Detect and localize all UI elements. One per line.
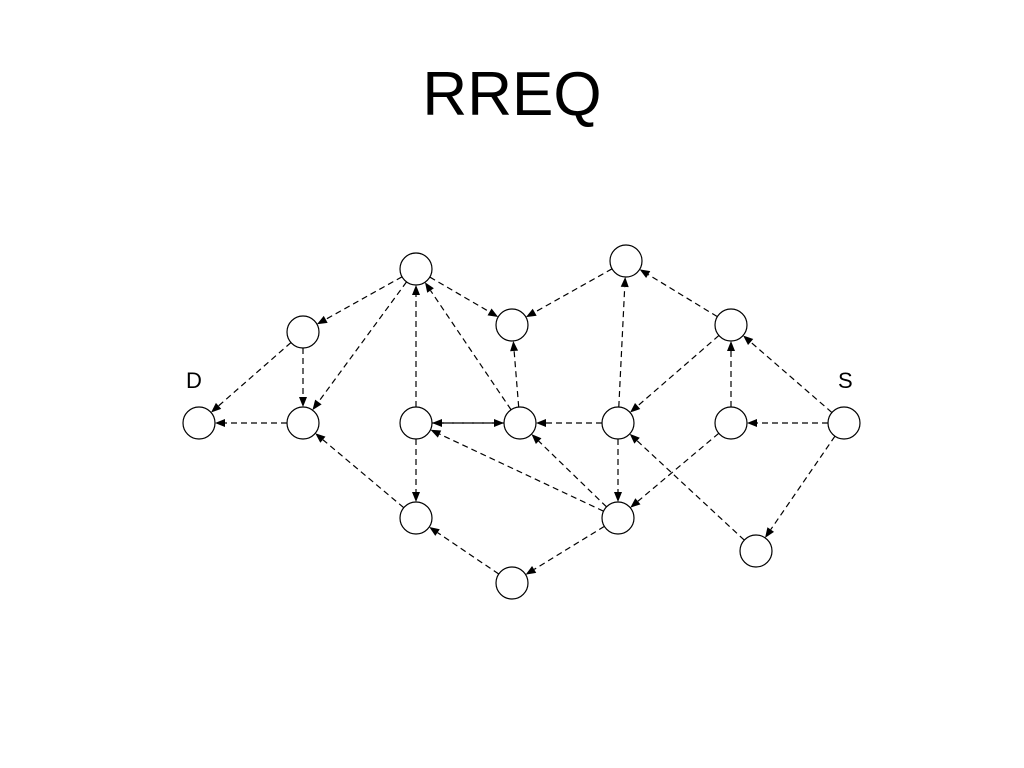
node-n6	[503, 406, 537, 440]
node-n12	[714, 406, 748, 440]
edge-n10-to-n9	[618, 286, 626, 408]
arrow-head-icon	[299, 397, 307, 407]
edges-layer	[211, 268, 836, 575]
node-n7	[495, 308, 529, 342]
arrow-head-icon	[316, 315, 328, 325]
arrow-head-icon	[743, 335, 754, 346]
arrow-head-icon	[432, 419, 442, 427]
arrow-head-icon	[430, 429, 442, 438]
arrow-head-icon	[429, 526, 440, 536]
arrow-head-icon	[536, 419, 546, 427]
edge-n11-to-n10	[637, 335, 720, 407]
node-n8	[601, 501, 635, 535]
arrow-head-icon	[620, 276, 629, 288]
arrow-head-icon	[510, 340, 519, 352]
nodes-layer	[182, 244, 861, 600]
edge-n8-to-n5	[439, 433, 604, 512]
node-n13	[739, 534, 773, 568]
arrow-head-icon	[525, 565, 537, 575]
edge-n9-to-n7	[534, 268, 613, 313]
arrow-head-icon	[630, 402, 641, 413]
arrow-head-icon	[727, 341, 735, 351]
arrow-head-icon	[412, 492, 420, 502]
arrow-head-icon	[487, 308, 499, 317]
arrow-head-icon	[531, 434, 542, 444]
node-D	[182, 406, 216, 440]
edge-n11-to-n9	[647, 274, 718, 318]
arrow-head-icon	[629, 433, 640, 444]
arrow-head-icon	[215, 419, 225, 427]
edge-n6-to-n7	[513, 350, 520, 408]
arrow-head-icon	[630, 498, 641, 508]
arrow-head-icon	[639, 269, 651, 278]
destination-label: D	[186, 368, 202, 393]
arrow-head-icon	[412, 285, 420, 295]
arrow-head-icon	[525, 308, 537, 318]
arrow-head-icon	[312, 399, 322, 411]
edge-n4-to-n7	[429, 276, 490, 313]
slide-title: RREQ	[422, 60, 602, 129]
node-n3	[399, 501, 433, 535]
arrow-head-icon	[424, 282, 434, 293]
edge-n8-to-n6	[538, 440, 607, 508]
node-n2	[286, 406, 320, 440]
source-label: S	[838, 368, 853, 393]
node-n11	[714, 308, 748, 342]
edge-S-to-n13	[770, 435, 836, 530]
arrow-head-icon	[211, 402, 222, 413]
node-n1	[286, 315, 320, 349]
edge-n8-to-n14	[533, 525, 605, 570]
edge-n13-to-n10	[636, 440, 745, 541]
edge-n4-to-n2	[317, 281, 408, 403]
edge-n1-to-D	[218, 342, 292, 407]
edge-n14-to-n3	[437, 532, 500, 575]
edge-n6-to-n4	[430, 290, 512, 411]
node-n5	[399, 406, 433, 440]
arrow-head-icon	[747, 419, 757, 427]
edge-n12-to-n8	[637, 432, 720, 502]
node-n9	[609, 244, 643, 278]
node-n14	[495, 566, 529, 600]
arrow-head-icon	[765, 527, 775, 538]
node-n10	[601, 406, 635, 440]
node-S	[827, 406, 861, 440]
edge-n3-to-n2	[322, 439, 405, 509]
arrow-head-icon	[315, 433, 326, 443]
edge-n4-to-n1	[325, 276, 403, 320]
arrow-head-icon	[614, 492, 622, 502]
edge-S-to-n11	[750, 341, 833, 413]
node-n4	[399, 252, 433, 286]
